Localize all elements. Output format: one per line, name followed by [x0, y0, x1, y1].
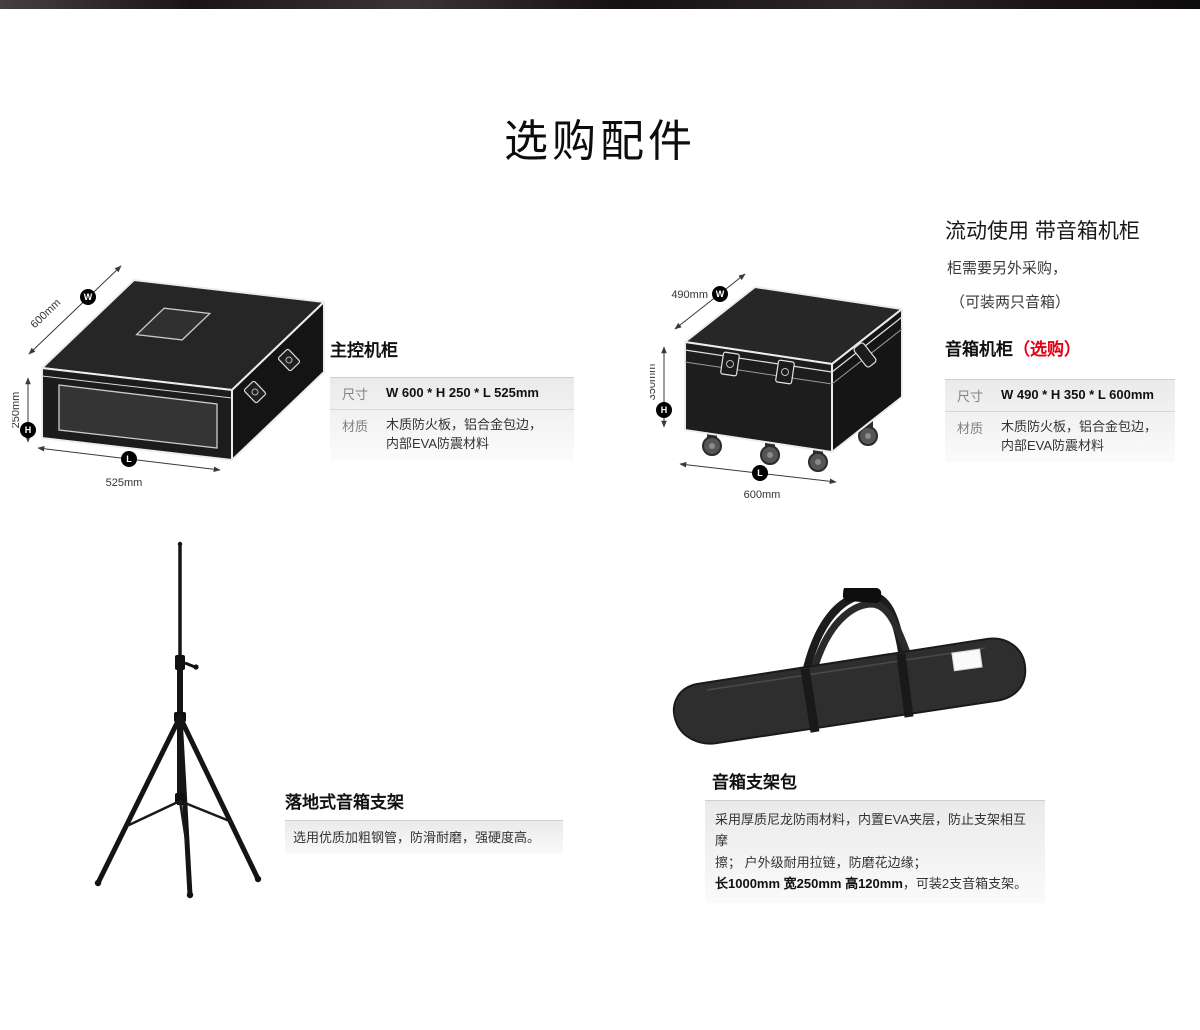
speaker-stand-svg [94, 541, 262, 899]
dim-length-badge: L [121, 451, 137, 467]
material-value: 木质防火板，铝合金包边， 内部EVA防震材料 [386, 417, 543, 451]
material-label: 材质 [342, 419, 369, 434]
stand-bag-name: 音箱支架包 [712, 773, 797, 792]
case-top-handle-recess [135, 307, 212, 341]
dim-length-label: 600mm [744, 489, 781, 501]
bag-desc-dimensions: 长1000mm 宽250mm 高120mm [715, 876, 903, 892]
dim-width-label: 490mm [671, 289, 708, 301]
main-cabinet-svg: 600mm W 250mm H L 525mm [12, 265, 325, 489]
dim-width-badge: W [712, 286, 728, 302]
size-label: 尺寸 [957, 389, 984, 404]
top-photo-edge [0, 0, 1200, 9]
case-latch-1 [243, 380, 267, 404]
stand-feet [94, 875, 262, 899]
main-cabinet-material-row: 材质 木质防火板，铝合金包边， 内部EVA防震材料 [330, 409, 574, 460]
bag-strap-bands [800, 653, 914, 733]
dim-length-badge: L [752, 465, 768, 481]
size-label: 尺寸 [342, 387, 369, 402]
speaker-cabinet-illustration: 490mm W 350mm H L 600mm [650, 252, 930, 502]
speaker-cabinet-size-row: 尺寸 W 490 * H 350 * L 600mm [945, 379, 1175, 411]
stand-bag-svg [672, 588, 1027, 745]
main-cabinet-illustration: 600mm W 250mm H L 525mm [12, 250, 342, 490]
butterfly-latch-2 [775, 359, 795, 385]
stand-bag-illustration [655, 588, 1045, 773]
dim-width-badge-letter: W [716, 289, 725, 299]
speaker-cabinet-spec-table: 尺寸 W 490 * H 350 * L 600mm 材质 木质防火板，铝合金包… [945, 379, 1175, 462]
bag-body [672, 637, 1027, 745]
case-latch-2 [277, 348, 301, 372]
dim-length-badge-letter: L [757, 468, 763, 478]
speaker-cabinet-heading: 流动使用 带音箱机柜 [945, 220, 1140, 243]
main-cabinet-size-row: 尺寸 W 600 * H 250 * L 525mm [330, 377, 574, 409]
case-right-face [231, 301, 325, 461]
dim-line-width [28, 265, 122, 355]
speaker-cabinet-material-row: 材质 木质防火板，铝合金包边， 内部EVA防震材料 [945, 411, 1175, 462]
bag-handle-wrap [842, 588, 882, 603]
material-label: 材质 [957, 421, 984, 436]
stand-clamp-knob-end [193, 664, 199, 670]
lid-seam-front-1 [684, 349, 833, 373]
speaker-stand-illustration [82, 535, 272, 905]
dim-height-badge: H [656, 402, 672, 418]
size-value: W 600 * H 250 * L 525mm [386, 385, 539, 400]
bag-desc-part2: ，可装2支音箱支架。 [902, 876, 1028, 892]
bag-desc-part1: 采用厚质尼龙防雨材料，内置EVA夹层，防止支架相互摩 擦； 户外级耐用拉链，防磨… [715, 812, 1027, 870]
speaker-stand-name: 落地式音箱支架 [285, 793, 404, 812]
dim-height-badge: H [20, 422, 36, 438]
stand-legs [95, 714, 261, 898]
speaker-stand-description: 选用优质加粗钢管，防滑耐磨，强硬度高。 [285, 820, 563, 855]
dim-height-label: 350mm [650, 364, 658, 401]
speaker-cabinet-name-text: 音箱机柜 [945, 340, 1013, 359]
dim-length-label: 525mm [106, 477, 143, 489]
bag-zipper [706, 647, 986, 691]
case-right-face [831, 308, 903, 453]
butterfly-latch-1 [720, 351, 740, 377]
speaker-cabinet-note-2: （可装两只音箱） [950, 294, 1071, 311]
stand-bag-description: 采用厚质尼龙防雨材料，内置EVA夹层，防止支架相互摩 擦； 户外级耐用拉链，防磨… [705, 800, 1045, 903]
lid-seam-front-2 [684, 361, 833, 385]
page-title: 选购配件 [504, 117, 696, 166]
dim-height-label: 250mm [12, 392, 22, 429]
bag-label-patch [951, 648, 983, 672]
stand-braces [127, 799, 234, 842]
main-cabinet-name: 主控机柜 [330, 341, 398, 360]
case-aluminum-trim [41, 375, 233, 399]
speaker-cabinet-note-1: 柜需要另外采购， [947, 260, 1068, 277]
speaker-cabinet-svg: 490mm W 350mm H L 600mm [650, 273, 903, 501]
stand-clamp-knob [184, 661, 196, 669]
dim-height-badge-letter: H [25, 425, 32, 435]
size-value: W 490 * H 350 * L 600mm [1001, 387, 1154, 402]
side-handle [853, 342, 877, 368]
dim-length-badge-letter: L [126, 454, 132, 464]
dim-height-badge-letter: H [661, 405, 668, 415]
material-value: 木质防火板，铝合金包边， 内部EVA防震材料 [1001, 419, 1158, 453]
main-cabinet-spec-table: 尺寸 W 600 * H 250 * L 525mm 材质 木质防火板，铝合金包… [330, 377, 574, 460]
speaker-cabinet-optional-tag: （选购） [1013, 340, 1081, 359]
dim-width-badge-letter: W [84, 292, 93, 302]
dim-width-badge: W [80, 289, 96, 305]
dim-line-width [674, 273, 746, 330]
speaker-cabinet-name: 音箱机柜（选购） [945, 335, 1081, 360]
lid-seam-side-1 [831, 316, 903, 373]
